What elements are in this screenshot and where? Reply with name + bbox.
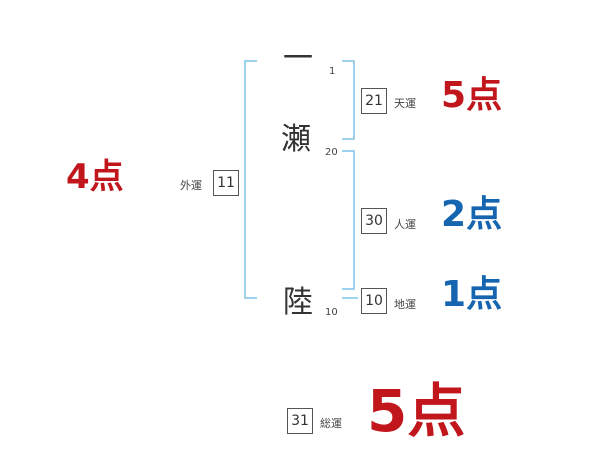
tenkaku-score-unit: 点 xyxy=(466,75,503,116)
jinkaku-score-number: 2 xyxy=(441,194,467,235)
name-char-2: 瀬 xyxy=(281,122,311,157)
outer-bracket xyxy=(244,60,257,299)
jinkaku-label: 人運 xyxy=(394,218,416,231)
tenkaku-box: 21 xyxy=(361,88,387,114)
name-char-3: 陸 xyxy=(283,285,313,320)
stroke-count-2: 20 xyxy=(325,147,338,158)
soukaku-score-unit: 点 xyxy=(407,377,466,445)
jinkaku-score-unit: 点 xyxy=(466,194,503,235)
jinkaku-box: 30 xyxy=(361,208,387,234)
tenkaku-score-number: 5 xyxy=(441,75,467,116)
gaikaku-score-unit: 点 xyxy=(89,157,124,197)
tenkaku-score: 5点 xyxy=(441,78,502,114)
chikaku-box: 10 xyxy=(361,288,387,314)
gaikaku-box: 11 xyxy=(213,170,239,196)
chikaku-label: 地運 xyxy=(394,298,416,311)
chikaku-score-number: 1 xyxy=(441,274,467,315)
tenkaku-bracket xyxy=(342,60,355,140)
soukaku-score: 5点 xyxy=(367,382,465,440)
gaikaku-score: 4点 xyxy=(66,160,124,194)
soukaku-box: 31 xyxy=(287,408,313,434)
stroke-count-3: 10 xyxy=(325,307,338,318)
soukaku-label: 総運 xyxy=(320,417,342,430)
stroke-count-1: 1 xyxy=(329,66,336,77)
jinkaku-bracket xyxy=(342,150,355,290)
jinkaku-score: 2点 xyxy=(441,197,502,233)
soukaku-score-number: 5 xyxy=(367,377,408,445)
chikaku-score-unit: 点 xyxy=(466,274,503,315)
gaikaku-score-number: 4 xyxy=(66,157,90,197)
chikaku-score: 1点 xyxy=(441,277,502,313)
tenkaku-label: 天運 xyxy=(394,97,416,110)
name-char-1: 一 xyxy=(283,41,313,76)
gaikaku-label: 外運 xyxy=(180,179,202,192)
